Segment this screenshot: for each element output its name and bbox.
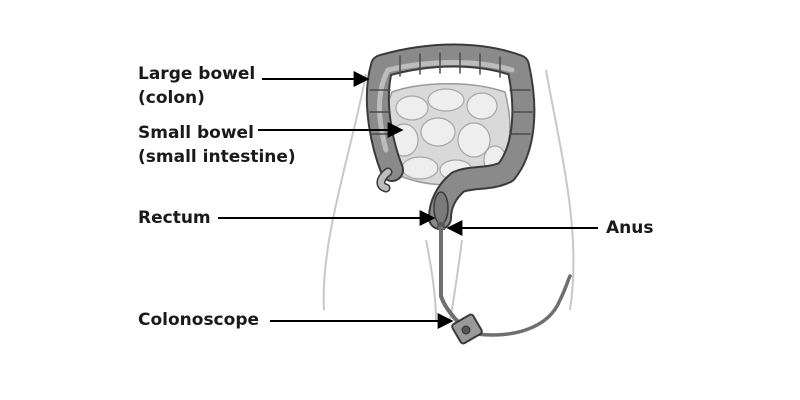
colonoscope-tube <box>439 226 464 328</box>
appendix-fill <box>378 169 391 191</box>
large-bowel-label-line1: Large bowel <box>138 64 256 84</box>
small-bowel-label-line2: (small intestine) <box>138 147 296 167</box>
left-thigh-outline <box>425 239 437 321</box>
pointer-arrows <box>218 71 598 329</box>
large-bowel-label-line2: (colon) <box>138 88 205 108</box>
small-bowel <box>385 83 511 186</box>
large-bowel-label: Large bowel (colon) <box>138 62 255 110</box>
colon-haustra <box>369 52 533 135</box>
small-bowel-label: Small bowel (small intestine) <box>138 121 296 169</box>
colon-highlight <box>377 60 515 153</box>
colonoscope-cable <box>474 274 572 337</box>
rectum-label: Rectum <box>138 208 211 228</box>
colonoscope-control <box>461 325 471 335</box>
left-body-outline <box>322 73 367 311</box>
colonoscope <box>439 226 572 345</box>
colonoscope-label: Colonoscope <box>138 310 260 330</box>
small-bowel-label-line1: Small bowel <box>138 123 254 143</box>
rectum-pouch <box>433 191 449 225</box>
right-body-outline <box>545 69 575 311</box>
anus-label: Anus <box>606 218 654 238</box>
large-bowel <box>365 43 536 230</box>
right-thigh-outline <box>449 239 463 321</box>
